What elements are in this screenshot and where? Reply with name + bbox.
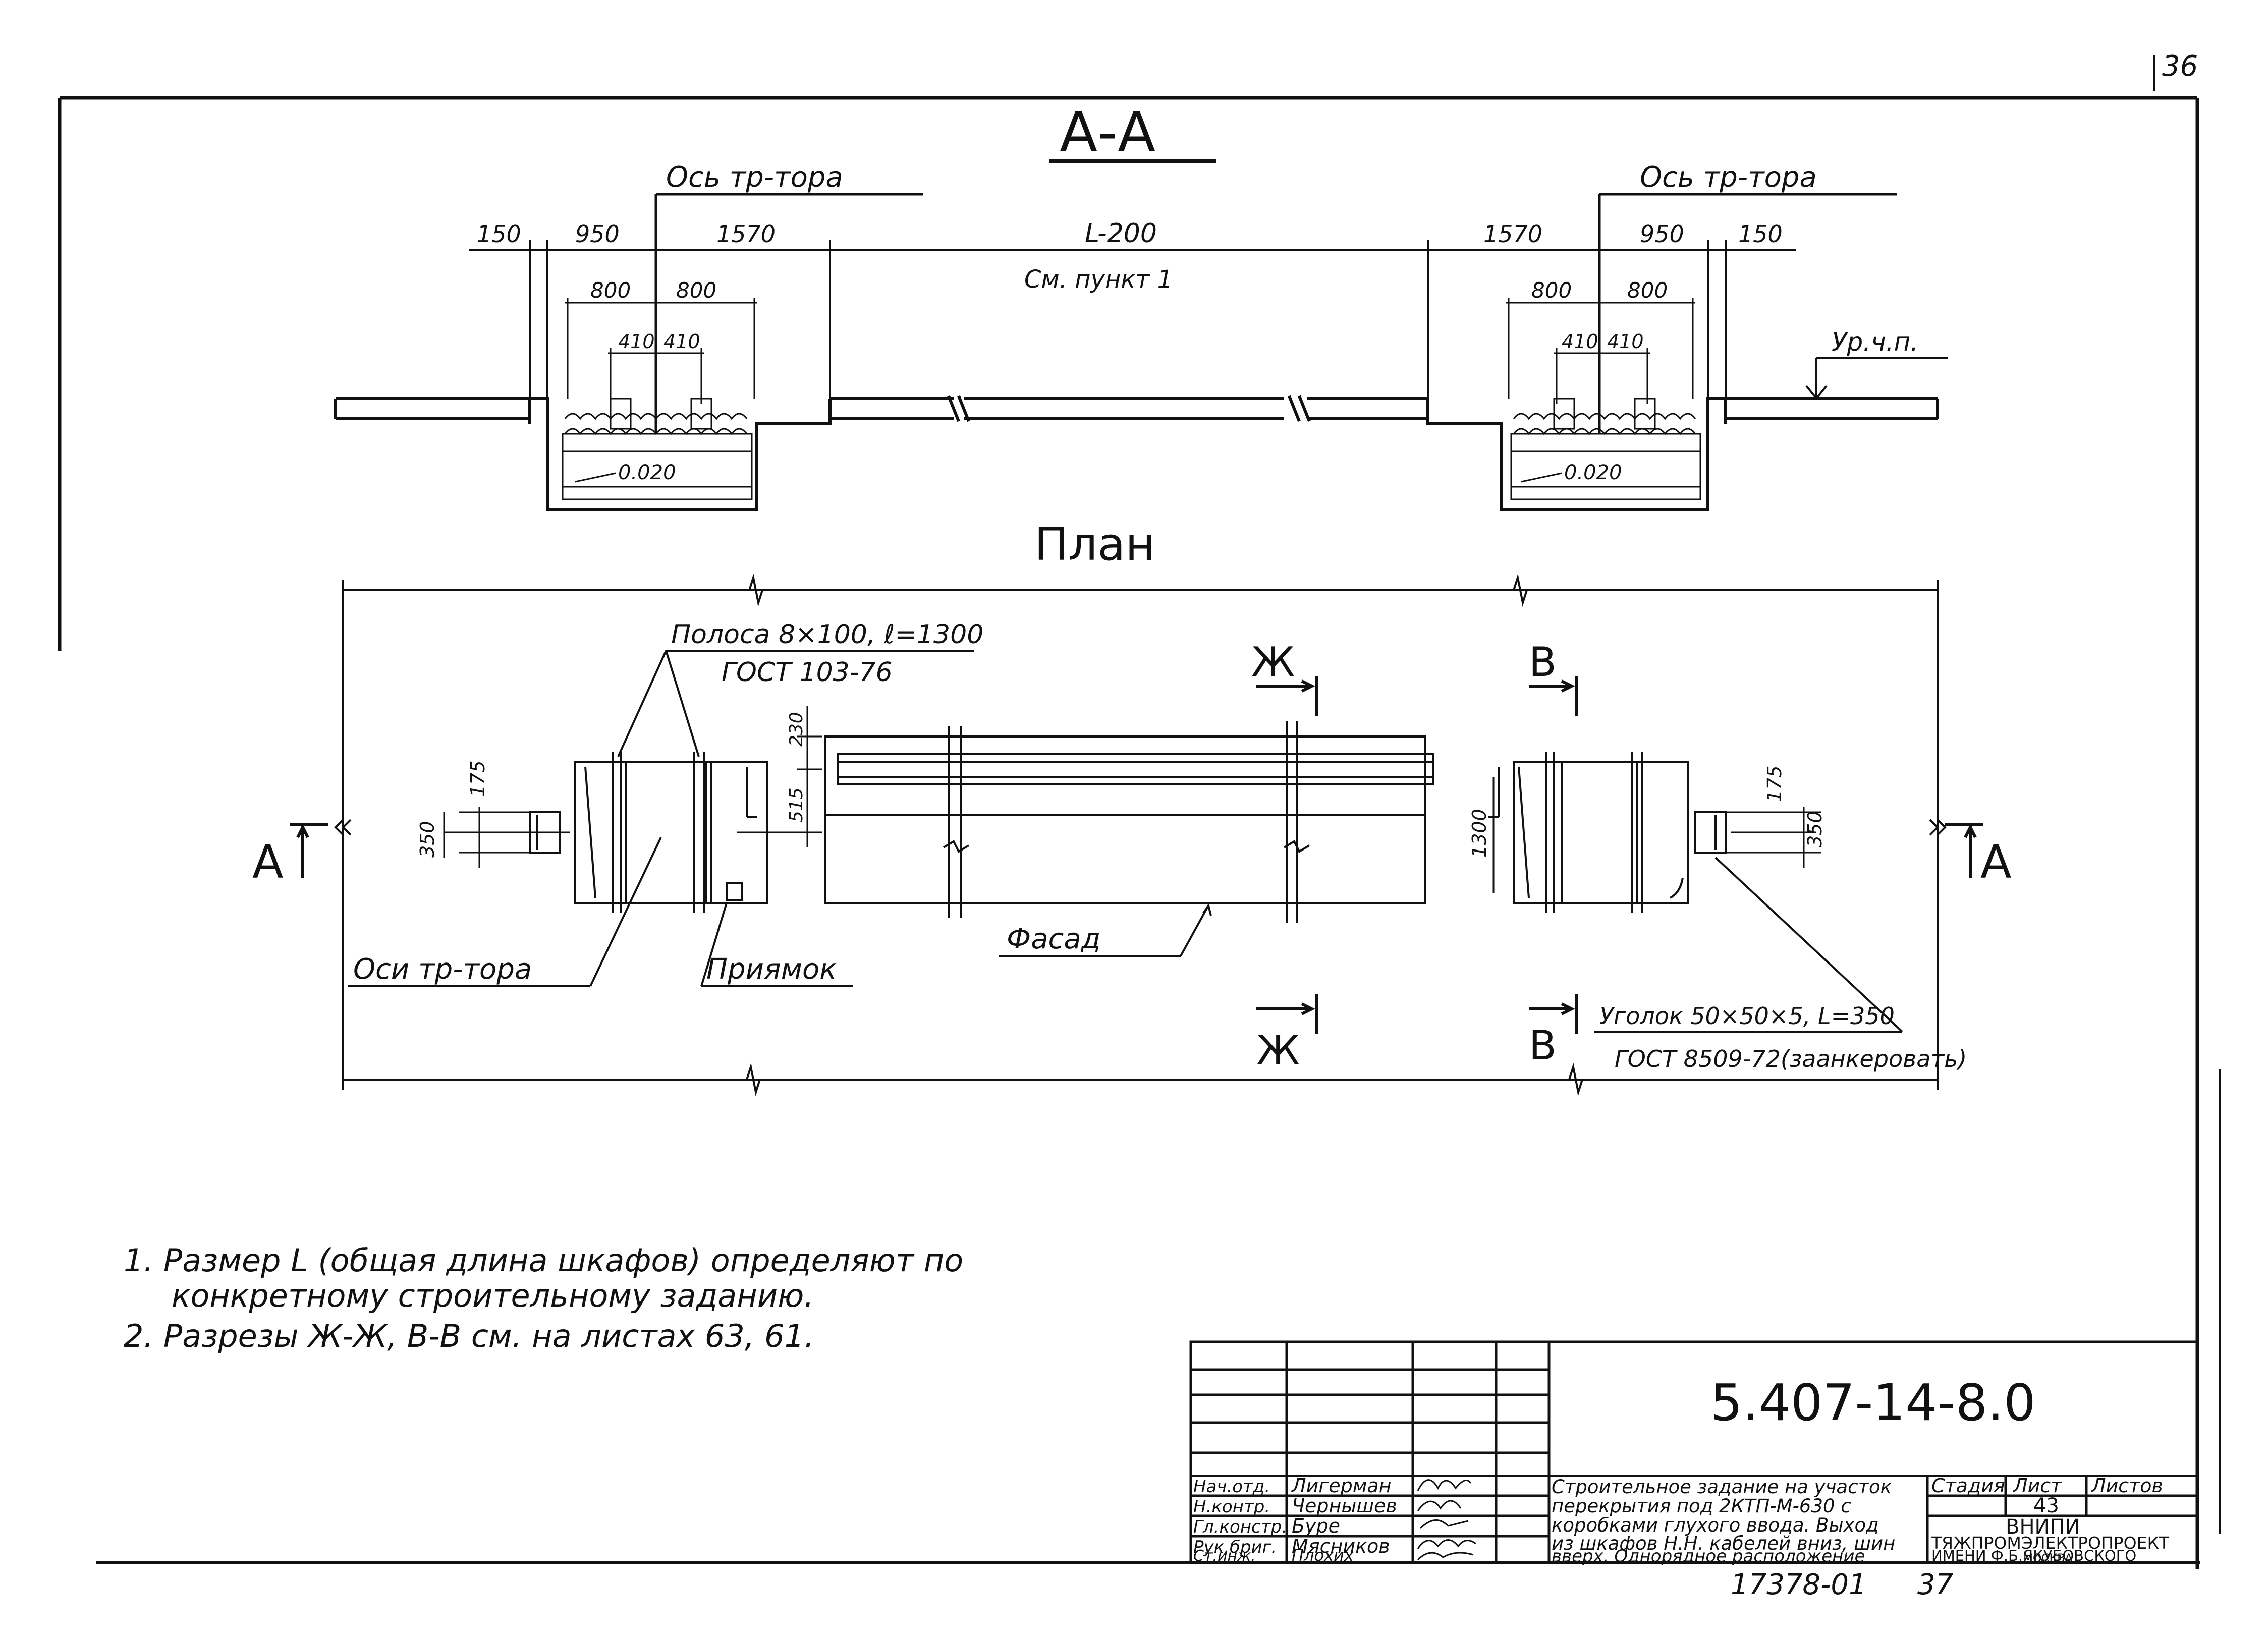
dim-410-c: 410 [1562,330,1598,353]
dim-350-left: 350 [416,821,438,858]
dims-230-515 [797,706,822,847]
role-4: Рук.бриг. [1193,1537,1277,1557]
note-1-line-2: конкретному строительному заданию. [172,1277,814,1314]
note-see-item-1: См. пункт 1 [1024,265,1173,294]
archive-code: 17378-01 [1731,1568,1867,1601]
pit-left [562,398,753,500]
dim-175-left: 175 [467,760,489,797]
dim-150-left: 150 [477,220,521,248]
dim-230: 230 [786,712,807,747]
strip-label: Полоса 8×100, ℓ=1300 [671,619,983,650]
plan-title: План [1034,518,1155,571]
axis-label-left: Ось тр-тора [666,161,843,194]
description-line-5: вверх. Однорядное расположение [1552,1546,1865,1566]
dim-175-right: 175 [1763,765,1786,802]
level-mark-label: Ур.ч.п. [1832,327,1918,357]
dim-150-right: 150 [1738,220,1783,248]
angle-label: Уголок 50×50×5, L=350 [1599,1002,1895,1030]
section-aa-title: А-А [1060,100,1155,164]
sheet-value: 43 [2033,1494,2059,1517]
dim-950-right: 950 [1640,220,1684,248]
plan-leaders [348,837,1903,1033]
axes-label: Оси тр-тора [353,953,532,986]
dimension-chain-aa [469,240,1796,404]
doc-code: 5.407-14-8.0 [1710,1373,2036,1432]
dim-950-left: 950 [575,220,620,248]
archive-page: 37 [1917,1568,1954,1601]
cut-marks [290,676,1983,1034]
plan-left-unit [529,752,768,913]
dim-515: 515 [786,787,807,822]
angle-gost: ГОСТ 8509-72(заанкеровать) [1615,1045,1967,1072]
dim-410-d: 410 [1607,330,1644,353]
note-1-line-1: 1. Размер L (общая длина шкафов) определ… [124,1242,963,1279]
cut-a-left: А [252,836,284,889]
dim-410-b: 410 [663,330,700,353]
name-4: Мясников [1292,1535,1390,1557]
dim-1570-right: 1570 [1483,220,1542,248]
dim-L-200: L-200 [1085,218,1157,249]
org-line-2: ТЯЖПРОМЭЛЕКТРОПРОЕКТ [1931,1533,2170,1553]
sheets-header: Листов [2090,1475,2163,1497]
dim-1570-left: 1570 [716,220,776,248]
dim-800-b: 800 [676,278,716,303]
floor-slab-section [334,395,1939,511]
plan-right-unit [1488,752,1727,913]
cut-v-top: В [1529,639,1557,686]
cabinet-dims-aa [565,298,1695,404]
description-line-2: перекрытия под 2КТП-М-630 с [1552,1495,1851,1517]
dim-800-a: 800 [590,278,631,303]
role-2: Н.контр. [1193,1497,1270,1517]
name-3: Буре [1292,1515,1340,1537]
pit-right [1510,398,1701,500]
dim-800-c: 800 [1531,278,1572,303]
plan-cabinet-lineup [824,721,1434,923]
dim-350-right: 350 [1804,811,1826,847]
dim-1300: 1300 [1468,809,1490,858]
dim-800-d: 800 [1627,278,1668,303]
name-1: Лигерман [1291,1475,1392,1497]
sheet-number-top: 36 [2162,50,2198,83]
dim-410-a: 410 [618,330,655,353]
title-block-frame [1189,1340,2199,1564]
description-line-3: коробками глухого ввода. Выход [1552,1514,1879,1536]
axis-leaders-aa [654,193,1897,434]
facade-label: Фасад [1007,923,1100,955]
strip-gost: ГОСТ 103-76 [722,657,893,688]
cut-zh-bottom: Ж [1256,1027,1300,1074]
description-line-4: из шкафов Н.Н. кабелей вниз, шин [1552,1533,1895,1554]
sheet-header: Лист [2012,1475,2063,1497]
note-2: 2. Разрезы Ж-Ж, В-В см. на листах 63, 61… [124,1318,814,1354]
cut-v-bottom: В [1529,1022,1557,1069]
level-mark [1805,357,1948,401]
edge-breaks [334,819,1947,836]
axis-label-right: Ось тр-тора [1640,161,1817,194]
pit-label: Приямок [706,953,837,986]
slope-right: 0.020 [1564,461,1622,484]
role-1: Нач.отд. [1193,1477,1270,1497]
org-line-4: МОСКВА [2023,1552,2072,1565]
role-5: Ст.инж. [1193,1547,1256,1565]
slope-left: 0.020 [618,461,676,484]
cut-a-right: А [1980,836,2012,889]
strip-leader [617,650,974,757]
org-line-1: ВНИПИ [2006,1515,2080,1539]
role-3: Гл.констр. [1193,1517,1287,1537]
name-5: Плохих [1292,1546,1354,1565]
plan-axis-line [443,807,1821,868]
cut-zh-top: Ж [1251,639,1295,686]
description-line-1: Строительное задание на участок [1552,1476,1892,1498]
name-2: Чернышев [1292,1495,1397,1517]
stage-header: Стадия [1931,1475,2005,1497]
org-line-3: ИМЕНИ Ф.Б.ЯКУБОВСКОГО [1931,1547,2136,1564]
signatures [1417,1479,1476,1561]
